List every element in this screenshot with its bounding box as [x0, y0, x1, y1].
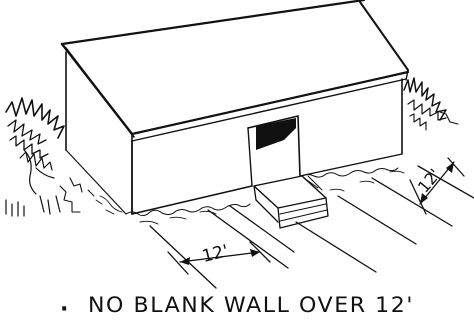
dimension-label-left: 12': [200, 241, 230, 267]
doorway: [248, 116, 300, 186]
shrubs-left: [6, 98, 82, 216]
side-wall: [66, 52, 126, 214]
shrubs-right: [404, 78, 458, 130]
roof: [62, 0, 408, 141]
ground-texture: [88, 168, 404, 224]
dimension-label-right: 12': [414, 165, 444, 196]
caption: · NO BLANK WALL OVER 12': [60, 293, 414, 322]
entry-steps: [254, 176, 328, 228]
caption-text: NO BLANK WALL OVER 12': [88, 293, 414, 317]
front-wall: [132, 79, 402, 214]
caption-bullet: ·: [60, 297, 68, 322]
